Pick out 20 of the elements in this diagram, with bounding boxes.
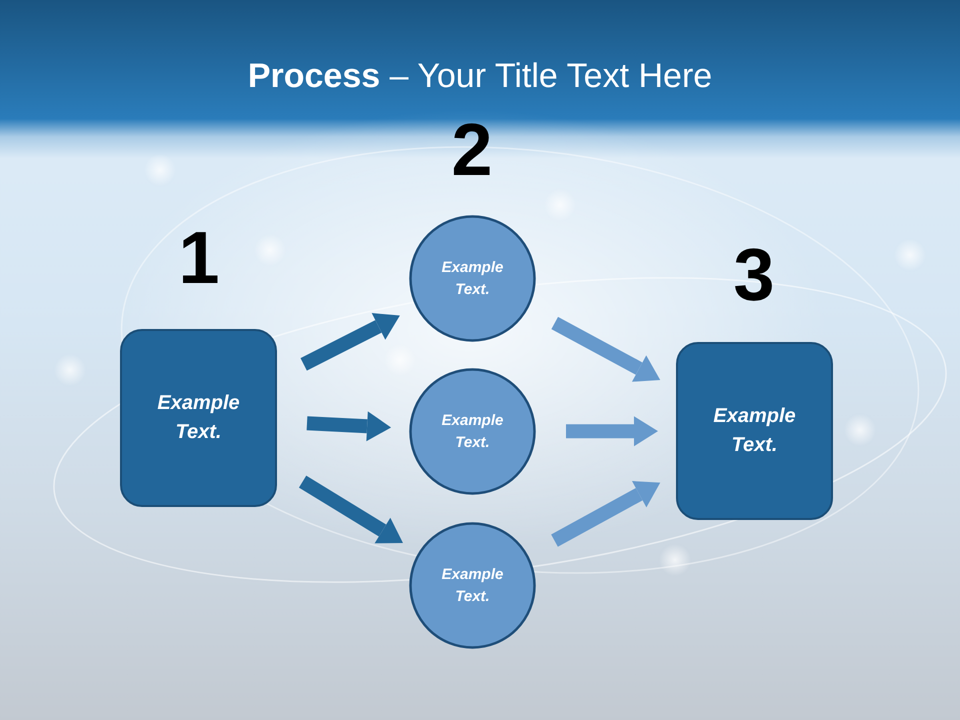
node-text: Example Text. xyxy=(156,391,241,445)
node-text: Example Text. xyxy=(440,410,504,452)
arrow xyxy=(551,481,660,547)
step-number: 3 xyxy=(732,246,776,304)
node-text: Example Text. xyxy=(440,564,504,606)
circle-node xyxy=(409,368,536,495)
step-number: 1 xyxy=(177,229,221,287)
process-box xyxy=(676,342,833,520)
arrow xyxy=(306,411,392,442)
circle-node xyxy=(409,522,536,649)
arrow xyxy=(300,313,400,371)
process-box xyxy=(120,329,277,507)
arrow xyxy=(551,316,660,382)
node-text: Example Text. xyxy=(712,404,797,458)
arrow xyxy=(566,416,658,446)
title: Process – Your Title Text Here xyxy=(246,56,714,97)
node-text: Example Text. xyxy=(440,258,504,300)
circle-node xyxy=(409,215,536,342)
step-number: 2 xyxy=(450,121,494,179)
arrow xyxy=(298,476,403,544)
